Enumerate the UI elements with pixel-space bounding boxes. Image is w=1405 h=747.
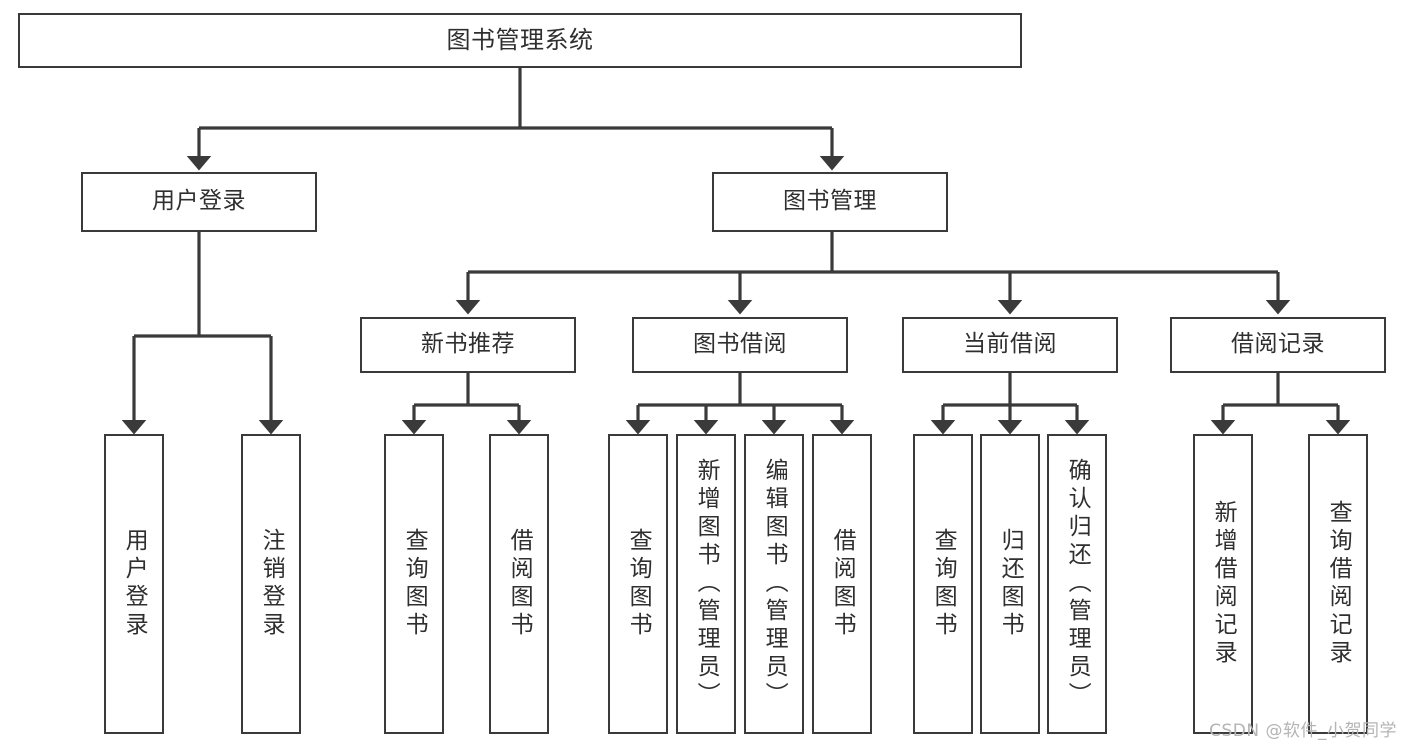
- node-leaf-confirm-return-admin-label: 确认归还（管理员）: [1064, 458, 1091, 710]
- node-leaf-query-borrow-record[interactable]: 查询借阅记录: [1308, 434, 1368, 734]
- node-root-system[interactable]: 图书管理系统: [18, 13, 1022, 68]
- node-leaf-edit-book-admin-label: 编辑图书（管理员）: [761, 458, 788, 710]
- node-leaf-confirm-return-admin[interactable]: 确认归还（管理员）: [1047, 434, 1107, 734]
- node-leaf-borrow-book[interactable]: 借阅图书: [812, 434, 872, 734]
- node-user-login-label: 用户登录: [152, 188, 246, 215]
- node-book-management[interactable]: 图书管理: [712, 172, 948, 232]
- node-current-borrow-label: 当前借阅: [963, 331, 1057, 358]
- node-leaf-edit-book-admin[interactable]: 编辑图书（管理员）: [744, 434, 804, 734]
- csdn-watermark: CSDN @软件_小贺同学: [1209, 721, 1397, 741]
- node-leaf-query-book-current-label: 查询图书: [930, 528, 957, 640]
- node-leaf-add-borrow-record-label: 新增借阅记录: [1210, 500, 1237, 668]
- node-leaf-query-book-recommend[interactable]: 查询图书: [384, 434, 444, 734]
- node-leaf-user-login[interactable]: 用户登录: [104, 434, 164, 734]
- node-leaf-query-book-current[interactable]: 查询图书: [913, 434, 973, 734]
- node-leaf-query-book[interactable]: 查询图书: [608, 434, 668, 734]
- node-leaf-return-book-label: 归还图书: [997, 528, 1024, 640]
- node-borrow-record[interactable]: 借阅记录: [1170, 317, 1386, 373]
- node-root-system-label: 图书管理系统: [446, 26, 594, 55]
- node-new-book-recommend-label: 新书推荐: [421, 331, 515, 358]
- node-leaf-borrow-book-label: 借阅图书: [829, 528, 856, 640]
- node-leaf-add-borrow-record[interactable]: 新增借阅记录: [1193, 434, 1253, 734]
- node-user-login[interactable]: 用户登录: [81, 172, 317, 232]
- node-borrow-record-label: 借阅记录: [1231, 331, 1325, 358]
- node-new-book-recommend[interactable]: 新书推荐: [360, 317, 576, 373]
- node-leaf-borrow-book-recommend[interactable]: 借阅图书: [489, 434, 549, 734]
- node-current-borrow[interactable]: 当前借阅: [902, 317, 1118, 373]
- node-leaf-query-book-label: 查询图书: [625, 528, 652, 640]
- node-leaf-logout[interactable]: 注销登录: [241, 434, 301, 734]
- node-leaf-borrow-book-recommend-label: 借阅图书: [506, 528, 533, 640]
- node-leaf-user-login-label: 用户登录: [121, 528, 148, 640]
- node-book-management-label: 图书管理: [783, 188, 877, 215]
- node-book-borrow[interactable]: 图书借阅: [632, 317, 848, 373]
- node-leaf-add-book-admin[interactable]: 新增图书（管理员）: [676, 434, 736, 734]
- node-leaf-return-book[interactable]: 归还图书: [980, 434, 1040, 734]
- node-leaf-query-book-recommend-label: 查询图书: [401, 528, 428, 640]
- node-book-borrow-label: 图书借阅: [693, 331, 787, 358]
- node-leaf-logout-label: 注销登录: [258, 528, 285, 640]
- node-leaf-add-book-admin-label: 新增图书（管理员）: [693, 458, 720, 710]
- node-leaf-query-borrow-record-label: 查询借阅记录: [1325, 500, 1352, 668]
